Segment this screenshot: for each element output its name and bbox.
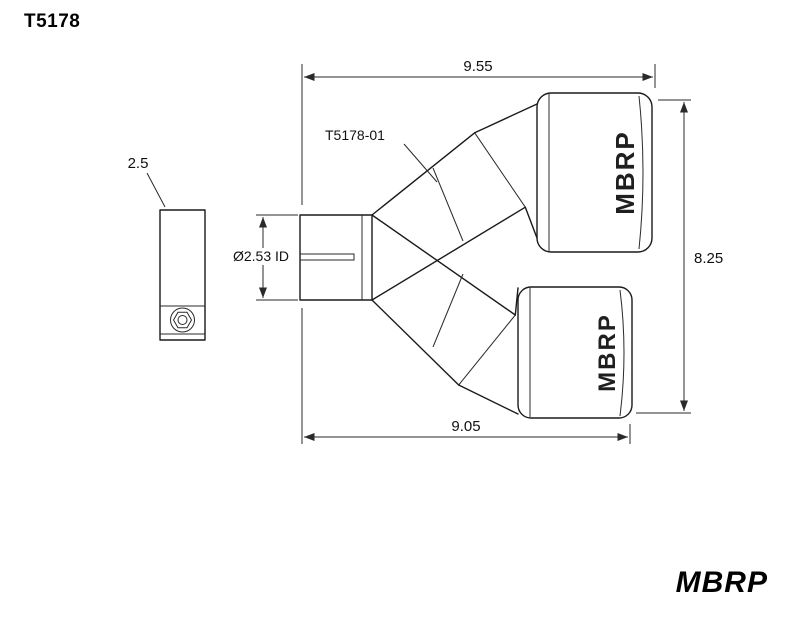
tip-bottom: MBRP: [517, 286, 633, 419]
clamp-side-view: 2.5: [128, 155, 206, 341]
upper-cone-bottom-edge: [524, 206, 538, 239]
clamp-band-outline: [159, 209, 206, 341]
lower-cone-top-edge: [514, 287, 519, 316]
upper-branch-inner-wall: [371, 206, 526, 301]
part-number-callout: T5178-01: [325, 127, 438, 183]
y-pipe: [299, 103, 538, 415]
tip-top-rolled-edge: [638, 95, 644, 250]
upper-branch-outer-wall: [371, 132, 476, 216]
drawing-title: T5178: [24, 11, 80, 32]
lower-branch-inner-wall: [371, 214, 516, 316]
part-number-leader-line: [403, 143, 438, 183]
dim-id-text-mask: [226, 248, 296, 265]
clamp-hex-nut: [172, 311, 193, 329]
dimension-overall-height: 8.25: [636, 99, 723, 414]
tip-top: MBRP: [536, 92, 653, 253]
tip-bottom-outline: [517, 286, 633, 419]
clamp-width-label: 2.5: [128, 155, 149, 172]
clamp-nut-circle: [170, 307, 195, 333]
lower-cone-bottom-edge: [458, 384, 519, 415]
inlet-slot: [300, 253, 355, 261]
dim-top-width-label: 9.55: [463, 58, 492, 75]
inlet-id-label: Ø2.53 ID: [233, 248, 289, 264]
part-number-label: T5178-01: [325, 127, 385, 143]
upper-cone-seam: [474, 132, 526, 208]
dimension-bottom-width: 9.05: [301, 308, 631, 444]
upper-branch-miter-line: [432, 167, 464, 242]
tip-bottom-rolled-edge: [619, 289, 625, 417]
mbrp-logo: MBRP: [676, 566, 768, 599]
dim-height-label: 8.25: [694, 250, 723, 267]
lower-cone-seam: [458, 314, 516, 386]
dim-bottom-width-label: 9.05: [451, 418, 480, 435]
lower-branch-miter-line: [432, 273, 464, 348]
inlet-tube: [299, 214, 373, 301]
tip-top-brand-text: MBRP: [610, 130, 640, 215]
dimension-top-width: 9.55: [301, 58, 656, 205]
tip-bottom-brand-text: MBRP: [594, 313, 621, 392]
lower-branch-outer-wall: [371, 299, 460, 386]
dimension-inlet-id: Ø2.53 ID: [226, 214, 298, 301]
upper-cone-top-edge: [474, 103, 538, 134]
tip-top-outline: [536, 92, 653, 253]
clamp-bolt-center: [177, 315, 188, 325]
clamp-width-leader-line: [146, 172, 166, 208]
